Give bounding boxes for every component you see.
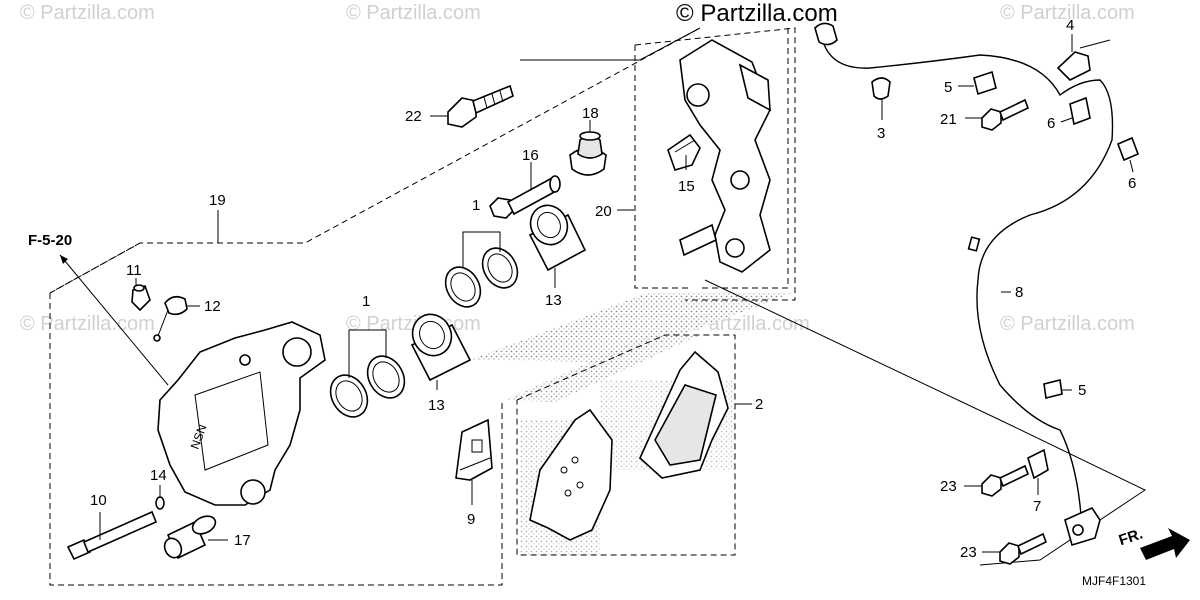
callout-12: 12: [204, 298, 221, 315]
watermark-top-left: © Partzilla.com: [20, 2, 155, 24]
pin-part-16: [489, 175, 561, 219]
caliper-body-part-19: NSN: [157, 321, 326, 506]
callout-3: 3: [877, 125, 885, 142]
callout-14: 14: [150, 467, 167, 484]
callout-1-lower: 1: [362, 293, 370, 310]
callout-13-upper: 13: [545, 292, 562, 309]
callout-4: 4: [1066, 17, 1074, 34]
callout-8: 8: [1015, 284, 1023, 301]
callout-1-upper: 1: [472, 197, 480, 214]
callout-10: 10: [90, 492, 107, 509]
callout-15: 15: [678, 178, 695, 195]
clamp-part-5-upper: [973, 70, 997, 96]
pad-part-2-front: [639, 350, 729, 479]
bleeder-part-11: [131, 284, 151, 312]
bolt-part-23-upper: [981, 464, 1030, 497]
sensor-wire-part-8: [814, 22, 1114, 536]
callout-5-lower: 5: [1078, 382, 1086, 399]
assembly-outline-bracket: [634, 27, 796, 301]
callout-21: 21: [940, 111, 957, 128]
callout-6-right: 6: [1128, 175, 1136, 192]
clip-part-3: [871, 77, 891, 100]
ring-part-14: [155, 496, 165, 510]
clip-part-15: [667, 133, 701, 171]
diagram-code: MJF4F1301: [1082, 574, 1147, 588]
callout-9: 9: [467, 511, 475, 528]
bracket-part-20: [679, 39, 771, 273]
callout-23-upper: 23: [940, 478, 957, 495]
shading-regions: [470, 292, 795, 555]
callout-23-lower: 23: [960, 544, 977, 561]
abs-sensor-head: [1064, 506, 1101, 547]
leader-lines: [59, 34, 1134, 553]
callout-2: 2: [755, 396, 763, 413]
bolt-part-23-lower: [999, 532, 1048, 565]
clamp-part-6-upper: [1069, 96, 1091, 126]
assembly-outline-pads: [516, 334, 736, 556]
piston-part-13-lower: [410, 313, 472, 382]
callout-17: 17: [234, 532, 251, 549]
callout-5-upper: 5: [944, 79, 952, 96]
front-direction-label: FR.: [1117, 526, 1145, 550]
callout-7: 7: [1033, 498, 1041, 515]
callout-6-upper: 6: [1047, 115, 1055, 132]
boot-part-18: [569, 131, 607, 176]
seal-part-1-lower: [329, 355, 406, 418]
callout-13-lower: 13: [428, 397, 445, 414]
bolt-part-22: [447, 84, 514, 128]
clip-part-7: [1027, 448, 1049, 480]
callout-16: 16: [522, 147, 539, 164]
callout-labels: 22 16 18 20 15 19 1 1 13 13 2 9 11 12 14…: [28, 17, 1136, 561]
callout-22: 22: [405, 108, 422, 125]
bolt-part-17: [163, 515, 217, 560]
callout-11: 11: [126, 262, 142, 279]
pin-part-10: [66, 510, 158, 561]
shim-part-9: [455, 418, 493, 481]
watermark-top-right: © Partzilla.com: [1000, 2, 1135, 24]
reference-label: F-5-20: [28, 232, 72, 249]
seal-part-1-upper: [444, 247, 519, 308]
piston-part-13-upper: [528, 204, 587, 272]
clamp-part-5-lower: [1043, 379, 1063, 399]
cap-part-12: [153, 295, 188, 342]
watermark-top-mid: © Partzilla.com: [346, 2, 481, 24]
callout-20: 20: [595, 203, 612, 220]
watermark-mid-left: © Partzilla.com: [20, 313, 155, 335]
clamp-part-6-right: [1116, 136, 1140, 162]
clamp-part-4: [1056, 39, 1111, 81]
front-direction-arrow: FR.: [1117, 526, 1190, 560]
callout-19: 19: [209, 192, 226, 209]
bolt-part-21: [981, 98, 1030, 131]
watermark-brand: © Partzilla.com: [676, 0, 838, 27]
assembly-outline-sensor: [520, 27, 1147, 566]
assembly-outline-caliper: [49, 27, 701, 586]
watermark-mid-right: © Partzilla.com: [1000, 313, 1135, 335]
pad-part-2-rear: [529, 408, 613, 541]
callout-18: 18: [582, 105, 599, 122]
